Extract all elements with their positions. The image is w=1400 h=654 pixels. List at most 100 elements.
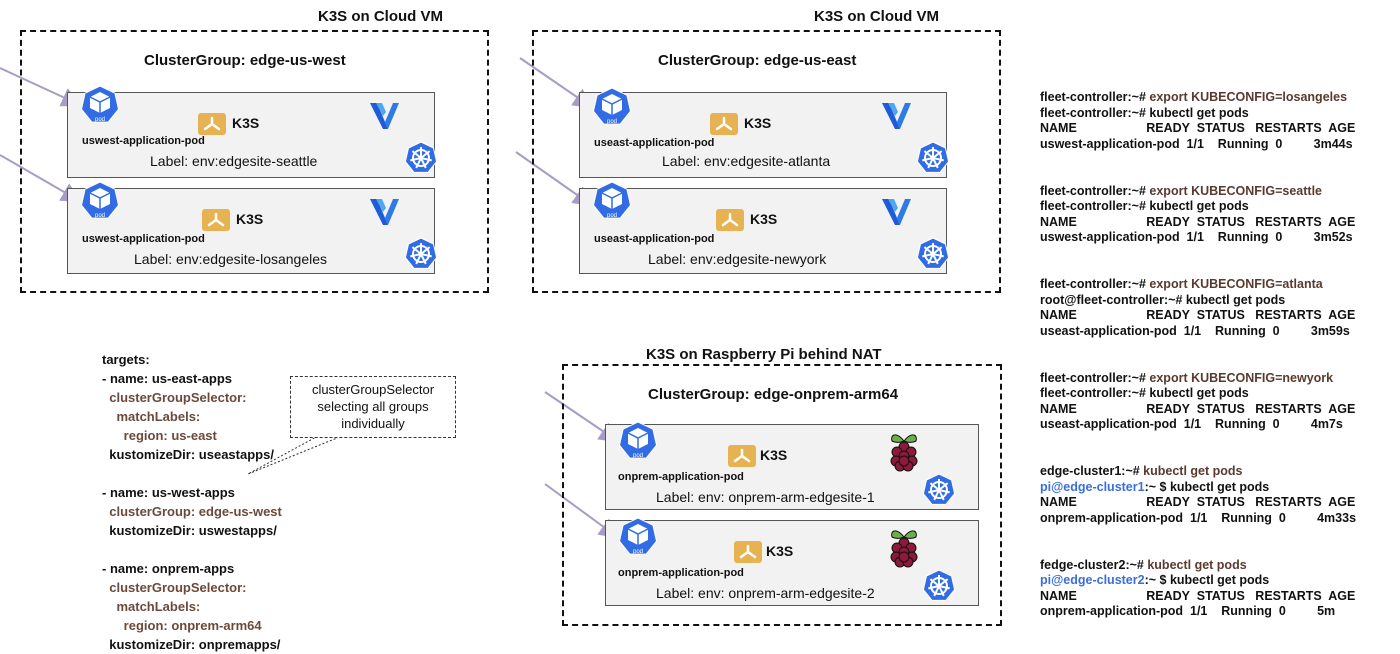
cluster-card: pod uswest-application-pod K3S Label: en… bbox=[67, 85, 438, 178]
callout-line: selecting all groups bbox=[317, 399, 429, 414]
terminal-block: fleet-controller:~# export KUBECONFIG=se… bbox=[1040, 184, 1356, 246]
pod-label: useast-application-pod bbox=[594, 233, 715, 245]
terminal-block: fedge-cluster2:~# kubectl get pods pi@ed… bbox=[1040, 558, 1356, 620]
k3s-label: K3S bbox=[236, 211, 264, 227]
yaml-line: matchLabels: bbox=[102, 599, 201, 614]
rpi-box bbox=[562, 364, 1002, 626]
k3s-label: K3S bbox=[232, 115, 260, 131]
yaml-line: clusterGroup: edge-us-west bbox=[102, 504, 282, 519]
cluster-label: Label: env:edgesite-seattle bbox=[150, 153, 318, 169]
terminal-line: onprem-application-pod 1/1 Running 0 4m3… bbox=[1040, 510, 1357, 525]
terminal-line: fleet-controller:~# kubectl get pods bbox=[1040, 199, 1249, 213]
yaml-line: clusterGroupSelector: bbox=[102, 580, 247, 595]
vultr-icon bbox=[368, 99, 402, 133]
k3s-label: K3S bbox=[750, 211, 778, 227]
prompt: fedge-cluster2:~# bbox=[1040, 557, 1148, 572]
cluster-label: Label: env: onprem-arm-edgesite-1 bbox=[656, 489, 875, 505]
cluster-card: pod uswest-application-pod K3S Label: en… bbox=[67, 181, 438, 274]
k3s-logo-icon bbox=[202, 209, 230, 231]
kubernetes-icon bbox=[404, 141, 438, 175]
k3s-logo-icon bbox=[728, 445, 756, 467]
pod-icon-text: pod bbox=[95, 213, 105, 219]
arrow-west-2 bbox=[0, 154, 82, 202]
yaml-line: - name: onprem-apps bbox=[102, 561, 235, 576]
arrow-rpi-2 bbox=[544, 483, 620, 539]
pod-icon-text: pod bbox=[633, 453, 643, 459]
k3s-label: K3S bbox=[744, 115, 772, 131]
prompt: fleet-controller:~# bbox=[1040, 370, 1150, 385]
pod-icon-text: pod bbox=[607, 213, 617, 219]
pod-label: uswest-application-pod bbox=[82, 233, 205, 245]
cluster-group-east-title: ClusterGroup: edge-us-east bbox=[658, 52, 857, 69]
rpi-title: K3S on Raspberry Pi behind NAT bbox=[646, 346, 882, 363]
yaml-line: matchLabels: bbox=[102, 409, 201, 424]
cluster-card: pod useast-application-pod K3S Label: en… bbox=[579, 87, 950, 178]
cluster-card: pod useast-application-pod K3S Label: en… bbox=[579, 181, 950, 274]
callout-note: clusterGroupSelector selecting all group… bbox=[290, 376, 456, 438]
kubernetes-icon bbox=[922, 473, 956, 507]
arrow-rpi-1 bbox=[544, 391, 620, 443]
vm-east-title: K3S on Cloud VM bbox=[814, 8, 939, 25]
vultr-icon bbox=[880, 195, 914, 229]
command: export KUBECONFIG=losangeles bbox=[1149, 90, 1348, 104]
yaml-line: region: onprem-arm64 bbox=[102, 618, 262, 633]
terminal-block: fleet-controller:~# export KUBECONFIG=lo… bbox=[1040, 90, 1356, 152]
terminal-line: useast-application-pod 1/1 Running 0 4m7… bbox=[1040, 417, 1343, 431]
kubernetes-icon bbox=[916, 141, 950, 175]
terminal-line: uswest-application-pod 1/1 Running 0 3m4… bbox=[1040, 136, 1353, 151]
fleet-yaml: targets: - name: us-east-apps clusterGro… bbox=[102, 350, 282, 654]
pod-icon-text: pod bbox=[95, 117, 105, 123]
k3s-label: K3S bbox=[760, 447, 788, 463]
command: export KUBECONFIG=atlanta bbox=[1149, 277, 1323, 291]
yaml-line: region: us-east bbox=[102, 428, 217, 443]
pod-icon: pod bbox=[618, 517, 658, 557]
terminal-line: :~ $ kubectl get pods bbox=[1144, 479, 1270, 494]
cluster-card: pod onprem-application-pod K3S Label: en… bbox=[605, 517, 979, 606]
pod-icon: pod bbox=[80, 181, 120, 221]
command: kubectl get pods bbox=[1143, 464, 1243, 478]
arrow-east-1 bbox=[519, 57, 594, 109]
terminal-output: fleet-controller:~# export KUBECONFIG=lo… bbox=[1040, 90, 1356, 636]
arrow-east-2 bbox=[515, 151, 594, 207]
pod-icon: pod bbox=[80, 85, 120, 125]
cluster-label: Label: env: onprem-arm-edgesite-2 bbox=[656, 585, 875, 601]
terminal-line: uswest-application-pod 1/1 Running 0 3m5… bbox=[1040, 230, 1353, 244]
terminal-block: fleet-controller:~# export KUBECONFIG=at… bbox=[1040, 277, 1356, 339]
yaml-line: targets: bbox=[102, 352, 150, 367]
command: export KUBECONFIG=newyork bbox=[1149, 370, 1334, 385]
pi-prompt: pi@edge-cluster2 bbox=[1040, 573, 1145, 587]
pod-label: onprem-application-pod bbox=[618, 567, 744, 579]
arrow-west-1 bbox=[0, 67, 82, 107]
yaml-line: kustomizeDir: onpremapps/ bbox=[102, 637, 281, 652]
k3s-label: K3S bbox=[766, 543, 794, 559]
pod-icon: pod bbox=[592, 181, 632, 221]
cluster-label: Label: env:edgesite-atlanta bbox=[662, 153, 831, 169]
k3s-logo-icon bbox=[198, 113, 226, 135]
prompt: fleet-controller:~# bbox=[1040, 183, 1150, 198]
terminal-line: NAME READY STATUS RESTARTS AGE bbox=[1040, 588, 1356, 603]
command: kubectl get pods bbox=[1147, 557, 1247, 572]
callout-pointer bbox=[247, 435, 343, 475]
callout-line: clusterGroupSelector bbox=[311, 382, 435, 397]
yaml-line: clusterGroupSelector: bbox=[102, 390, 247, 405]
kubernetes-icon bbox=[922, 569, 956, 603]
vultr-icon bbox=[368, 195, 402, 229]
arrows-layer bbox=[0, 57, 620, 539]
pi-prompt: pi@edge-cluster1 bbox=[1040, 479, 1145, 494]
vultr-icon bbox=[880, 99, 914, 133]
terminal-line: NAME READY STATUS RESTARTS AGE bbox=[1040, 308, 1356, 322]
yaml-line: kustomizeDir: uswestapps/ bbox=[102, 523, 277, 538]
pod-label: uswest-application-pod bbox=[82, 135, 205, 147]
vm-west-title: K3S on Cloud VM bbox=[318, 8, 443, 25]
terminal-line: NAME READY STATUS RESTARTS AGE bbox=[1040, 121, 1356, 135]
prompt: fleet-controller:~# bbox=[1040, 90, 1150, 104]
command: export KUBECONFIG=seattle bbox=[1149, 183, 1323, 198]
vm-east-box bbox=[532, 30, 1001, 293]
terminal-line: onprem-application-pod 1/1 Running 0 5m bbox=[1040, 604, 1336, 618]
cluster-group-rpi-title: ClusterGroup: edge-onprem-arm64 bbox=[648, 386, 899, 403]
raspberry-pi-icon bbox=[886, 431, 922, 475]
prompt: edge-cluster1:~# bbox=[1040, 464, 1144, 478]
cluster-label: Label: env:edgesite-losangeles bbox=[134, 251, 328, 267]
terminal-line: NAME READY STATUS RESTARTS AGE bbox=[1040, 495, 1356, 509]
terminal-block: fleet-controller:~# export KUBECONFIG=ne… bbox=[1040, 371, 1356, 433]
